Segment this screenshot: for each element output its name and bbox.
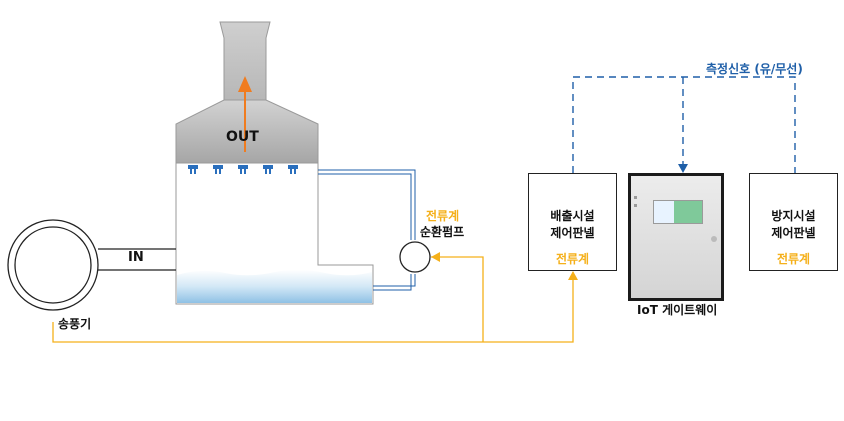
prevention-control-panel: 방지시설 제어판넬 전류계 bbox=[749, 173, 838, 271]
prevention-panel-line1: 방지시설 bbox=[771, 209, 816, 223]
gateway-cabinet bbox=[631, 176, 721, 298]
pump-label: 순환펌프 bbox=[420, 225, 465, 239]
pump-meter-label: 전류계 bbox=[426, 209, 460, 223]
prevention-panel-line2: 제어판넬 bbox=[771, 226, 816, 240]
circulation-pump bbox=[399, 241, 431, 273]
power-line bbox=[52, 256, 574, 343]
blower-inner bbox=[14, 226, 92, 304]
blower-label: 송풍기 bbox=[58, 317, 92, 331]
scrubber-body bbox=[175, 162, 374, 305]
gateway-lock bbox=[711, 236, 717, 242]
emission-panel-meter: 전류계 bbox=[555, 252, 590, 266]
signal-line bbox=[572, 76, 796, 173]
circulation-pipe bbox=[318, 169, 416, 291]
prevention-panel-meter: 전류계 bbox=[776, 252, 811, 266]
gateway-label: IoT 게이트웨이 bbox=[637, 303, 718, 317]
in-label: IN bbox=[128, 250, 144, 265]
signal-label: 측정신호 (유/무선) bbox=[706, 62, 803, 76]
emission-control-panel: 배출시설 제어판넬 전류계 bbox=[528, 173, 617, 271]
emission-panel-line2: 제어판넬 bbox=[550, 226, 595, 240]
spray-nozzles bbox=[188, 165, 298, 174]
out-label: OUT bbox=[226, 129, 259, 145]
iot-gateway-device bbox=[628, 173, 724, 301]
gateway-screen bbox=[653, 200, 703, 224]
water-tank bbox=[177, 269, 372, 303]
emission-panel-line1: 배출시설 bbox=[550, 209, 595, 223]
